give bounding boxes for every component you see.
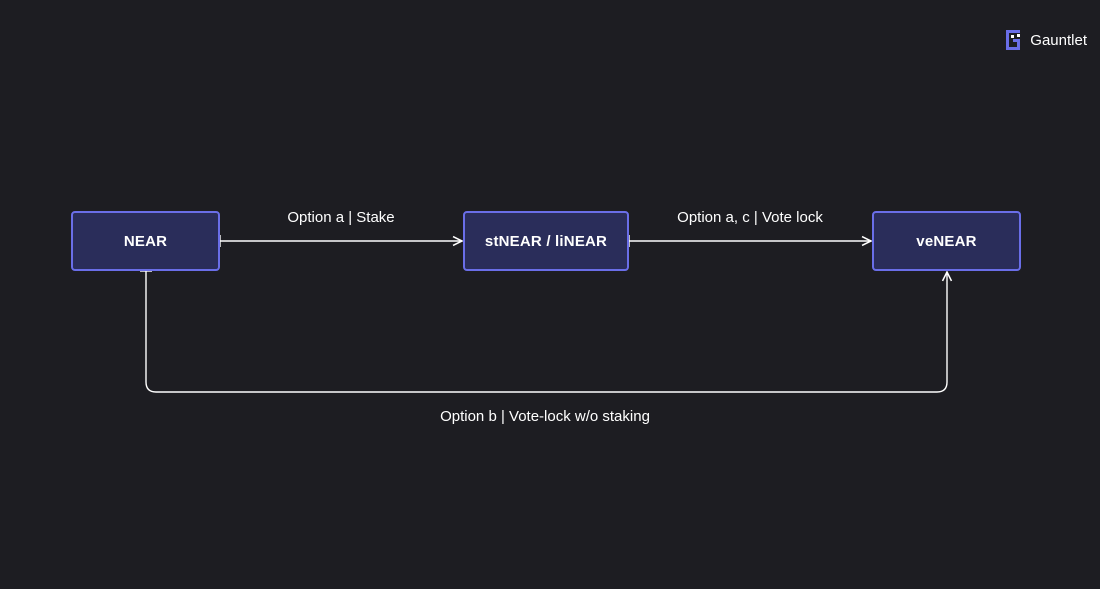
gauntlet-logo-icon (1006, 30, 1021, 50)
edge-near-to-venear (140, 270, 947, 393)
edge-staked-to-venear (628, 235, 871, 247)
node-staked-near: stNEAR / liNEAR (463, 211, 629, 271)
edge-label-option-b: Option b | Vote-lock w/o staking (440, 408, 650, 425)
brand-logo: Gauntlet (1006, 30, 1087, 50)
brand-name: Gauntlet (1030, 31, 1087, 49)
node-near: NEAR (71, 211, 220, 271)
edge-label-option-ac: Option a, c | Vote lock (677, 209, 823, 226)
edge-near-to-staked (219, 235, 462, 247)
node-venear: veNEAR (872, 211, 1021, 271)
edge-label-option-a: Option a | Stake (287, 209, 395, 226)
